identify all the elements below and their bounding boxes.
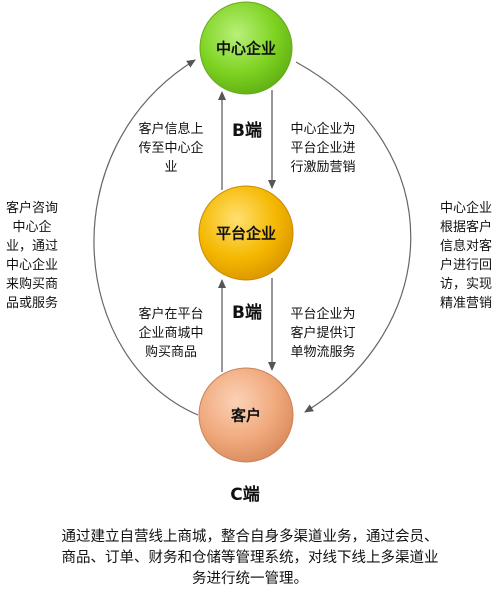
edge-label-line: 客户提供订	[290, 325, 355, 341]
platform-enterprise-label: 平台企业	[216, 225, 276, 243]
edge-label-line: 业，通过	[6, 239, 58, 254]
footer-line: 务进行统一管理。	[192, 571, 308, 587]
edge-label-line: 平台企业为	[290, 306, 355, 322]
edge-label-line: 中心企业	[440, 200, 492, 216]
edge-label-line: 客户信息上	[138, 121, 203, 137]
edge-label-line: 平台企业进	[290, 140, 355, 156]
edge-label-line: 客户咨询	[6, 200, 58, 216]
outer-left-arrow	[93, 59, 199, 416]
outer-right-arrow	[295, 61, 412, 413]
center-enterprise-label: 中心企业	[216, 40, 276, 58]
edge-label-line: 来购买商	[6, 276, 58, 292]
edge-label-line: 访，实现	[440, 277, 492, 292]
edge-label-line: 单物流服务	[290, 344, 355, 360]
edge-label-line: 业	[164, 160, 177, 175]
edge-label-line: 客户在平台	[138, 306, 203, 322]
edge-label-line: 中心企业	[6, 257, 58, 273]
edge-label-line: 中心企	[12, 219, 51, 235]
footer-line: 通过建立自营线上商城，整合自身多渠道业务，通过会员、	[61, 529, 439, 545]
center-enterprise-node: 中心企业	[199, 1, 293, 95]
edge-label-line: 根据客户	[440, 219, 492, 235]
c-end-label: C端	[230, 484, 259, 505]
customer-node: 客户	[198, 367, 294, 463]
platform-enterprise-node: 平台企业	[198, 185, 294, 281]
edge-label-line: 品或服务	[6, 295, 58, 311]
footer-description: 通过建立自营线上商城，整合自身多渠道业务，通过会员、 商品、订单、财务和仓储等管…	[16, 527, 484, 590]
edge-label-line: 户进行回	[440, 257, 492, 273]
edge-label-line: 购买商品	[145, 344, 197, 360]
edge-label-line: 企业商城中	[138, 325, 203, 341]
footer-line: 商品、订单、财务和仓储等管理系统，对线下线上多渠道业	[61, 550, 439, 566]
edge-label-line: 精准营销	[440, 296, 492, 311]
edge-label-line: 行激励营销	[290, 160, 355, 175]
edge-label-line: 传至中心企	[138, 140, 203, 156]
customer-label: 客户	[230, 407, 261, 425]
b-end-upper-label: B端	[232, 120, 262, 141]
edge-label-line: 信息对客	[440, 238, 492, 254]
edge-label-line: 中心企业为	[290, 121, 355, 137]
b-end-lower-label: B端	[232, 302, 262, 323]
